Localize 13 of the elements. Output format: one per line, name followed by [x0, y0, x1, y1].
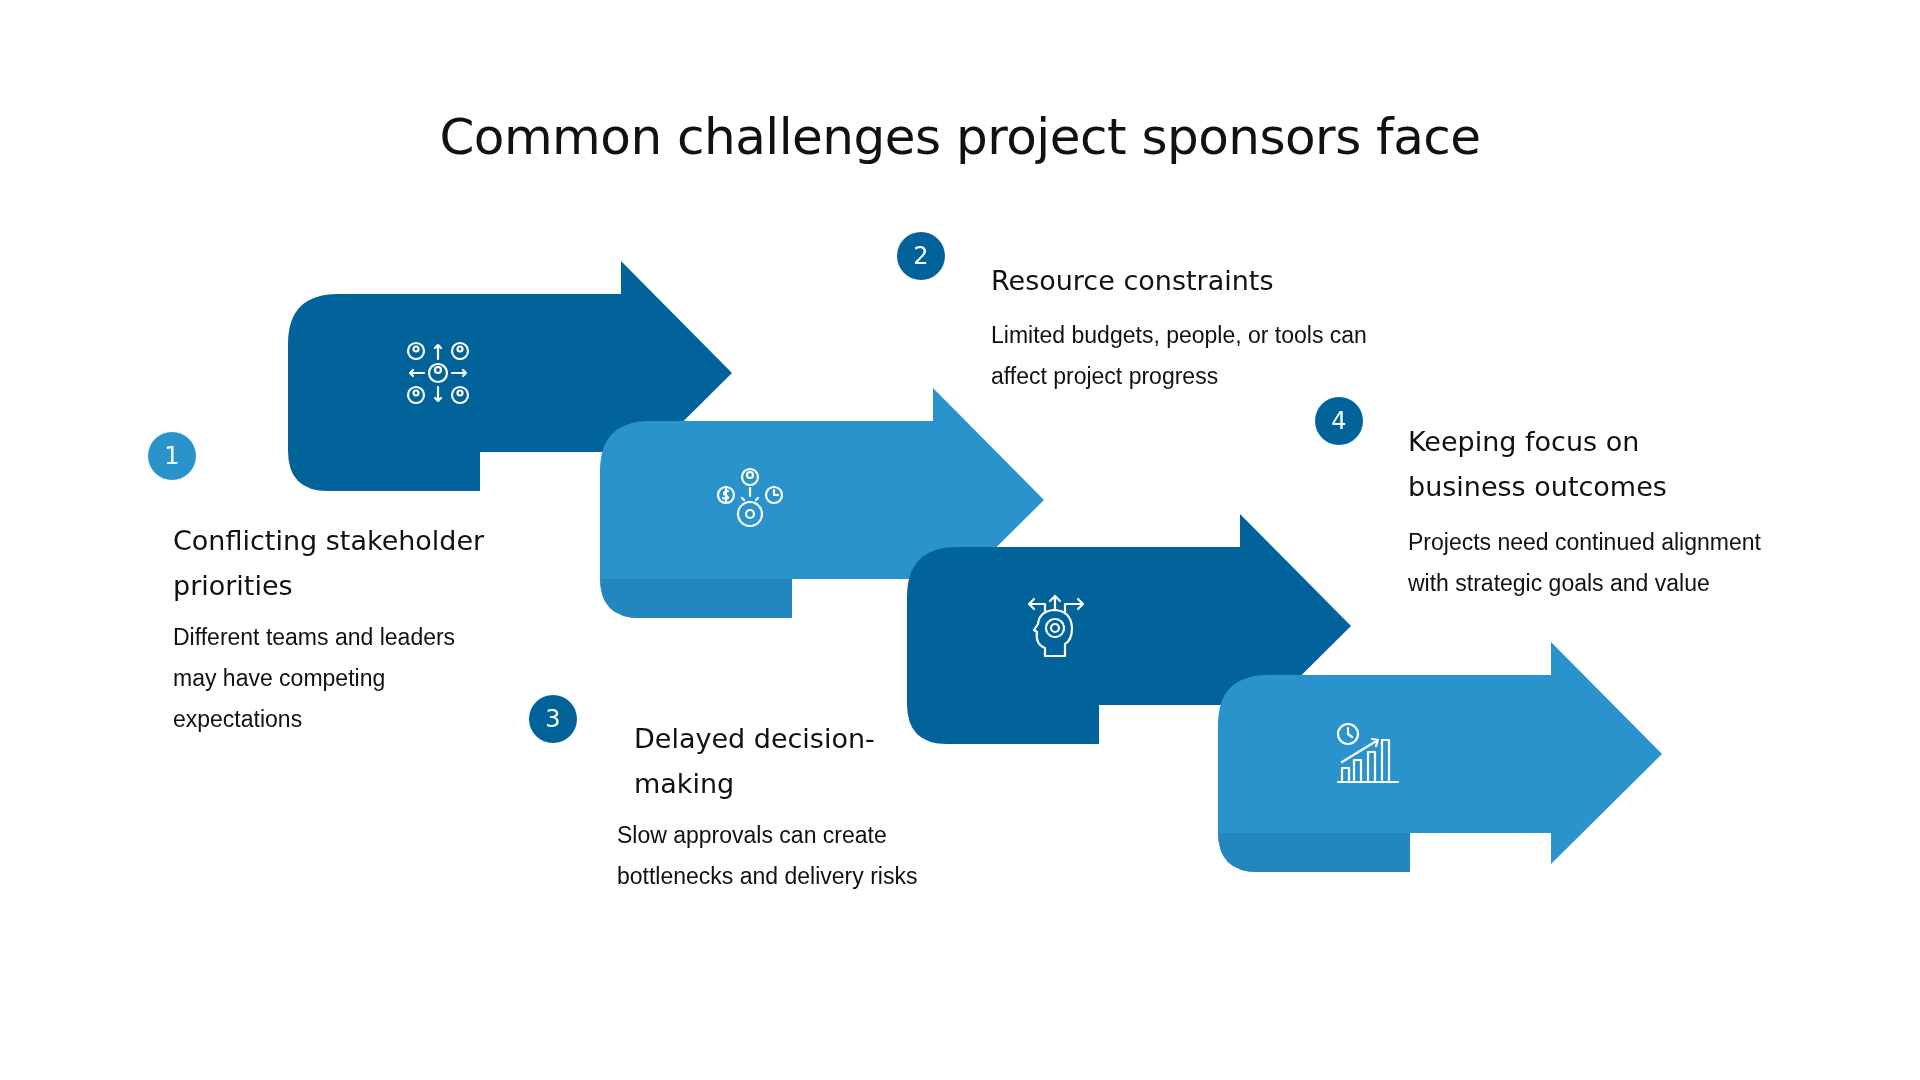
step-heading: Resource constraints	[991, 264, 1275, 298]
step-number: 4	[1315, 397, 1363, 445]
step-heading: Delayed decision-making	[634, 722, 876, 801]
step-description: Different teams and leaders may have competing expectations	[173, 623, 457, 734]
step-number: 3	[529, 695, 577, 743]
step-description: Slow approvals can create bottlenecks and delivery risks	[617, 821, 919, 891]
step-number: 1	[148, 432, 196, 480]
step-description: Projects need continued alignment with strategic goals and value	[1408, 528, 1762, 598]
step-heading: Keeping focus on business outcomes	[1408, 425, 1668, 504]
step-number: 2	[897, 232, 945, 280]
step-description: Limited budgets, people, or tools can affect project progress	[991, 321, 1368, 391]
step-heading: Conflicting stakeholder priorities	[173, 524, 486, 603]
title: Common challenges project sponsors face	[438, 108, 1482, 166]
